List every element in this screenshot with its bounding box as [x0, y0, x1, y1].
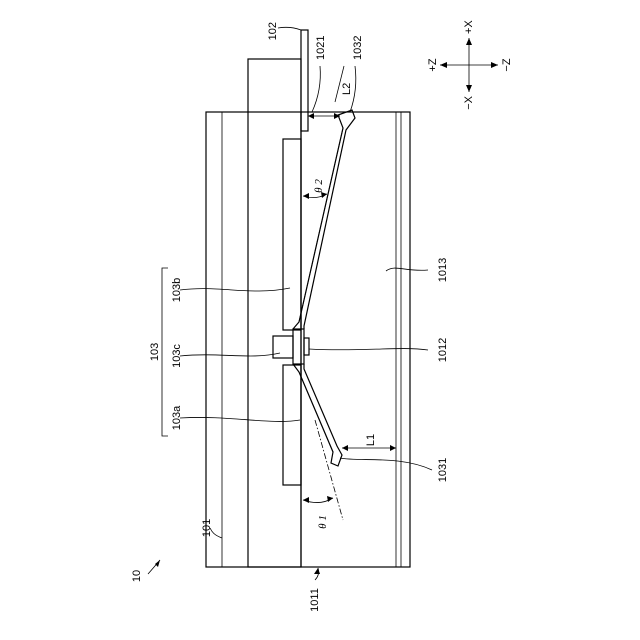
label-103a: 103a — [171, 405, 183, 430]
spring-arm-103 — [293, 110, 355, 466]
label-10: 10 — [131, 570, 143, 582]
dim-l1-arrow-right — [390, 445, 396, 451]
arm-upper-inner — [299, 128, 343, 322]
leader-1021 — [312, 66, 320, 112]
angle-2-arrow-left — [303, 193, 309, 199]
label-103b: 103b — [171, 278, 183, 302]
angle-1-arrow-right — [327, 496, 333, 502]
connector-right-tab — [304, 338, 309, 355]
part-103a-block — [283, 365, 301, 485]
arm-upper-outline — [293, 110, 355, 329]
bracket-103 — [162, 268, 168, 436]
step-block — [248, 59, 301, 567]
label-103: 103 — [149, 343, 161, 361]
label-101: 101 — [201, 519, 213, 537]
axis-label-plus-x: +X — [463, 20, 475, 34]
label-102: 102 — [267, 22, 279, 40]
label-103c: 103c — [171, 344, 183, 368]
label-1021: 1021 — [315, 36, 327, 60]
angle-1-reference-line — [315, 420, 343, 520]
label-1013: 1013 — [437, 258, 449, 282]
leader-102 — [278, 27, 301, 30]
axis-label-plus-z: +Z — [427, 58, 439, 71]
label-1031: 1031 — [437, 458, 449, 482]
label-l1: L1 — [365, 434, 377, 446]
axis-arrow-up — [466, 38, 472, 45]
label-l2: L2 — [341, 83, 353, 95]
arm-lower-inner — [299, 372, 333, 452]
part-103b-block — [283, 139, 301, 330]
axis-indicator — [440, 38, 498, 92]
axis-label-minus-x: −X — [463, 95, 475, 109]
label-theta-2: θ 2 — [313, 179, 325, 193]
axis-arrow-left — [440, 62, 447, 68]
axis-arrow-right — [491, 62, 498, 68]
dim-l1-arrow-left — [342, 445, 348, 451]
axis-arrow-down — [466, 85, 472, 92]
label-1011: 1011 — [309, 588, 321, 612]
label-1012: 1012 — [437, 338, 449, 362]
connector-center-box — [293, 329, 304, 364]
label-theta-1: θ 1 — [317, 515, 329, 529]
dim-l2-arrow-left — [308, 113, 314, 119]
leader-103c — [180, 353, 280, 356]
leader-10-arrowhead — [155, 560, 160, 567]
leader-1013 — [386, 268, 428, 271]
leader-103b — [180, 288, 290, 291]
connector-left-box — [273, 336, 293, 358]
label-1032: 1032 — [352, 36, 364, 60]
angle-1-arrow-left — [303, 497, 309, 503]
axis-label-minus-z: −Z — [501, 58, 513, 71]
leader-103a — [180, 417, 300, 421]
leader-1011-arrowhead — [314, 568, 320, 574]
component-1012 — [273, 329, 309, 364]
plate-102 — [301, 30, 308, 131]
leader-1031 — [340, 458, 432, 470]
